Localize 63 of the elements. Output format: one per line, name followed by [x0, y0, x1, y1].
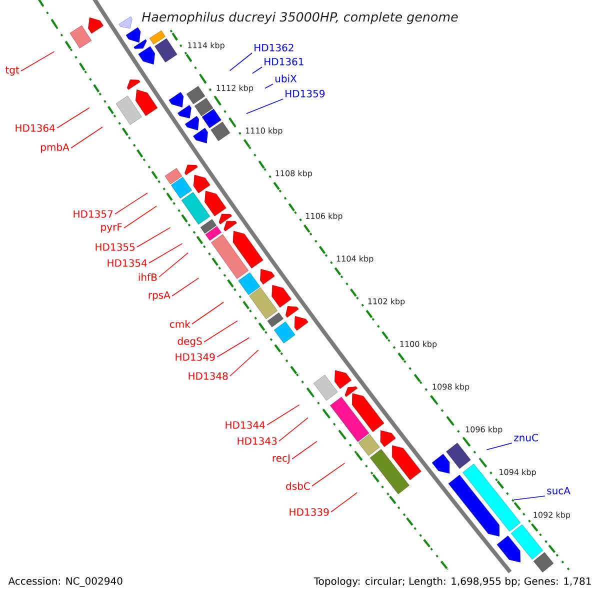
leader-line	[266, 404, 300, 426]
scale-label: 1092 kbp	[534, 512, 570, 520]
scale-label: 1102 kbp	[368, 298, 405, 306]
scale-label: 1112 kbp	[216, 84, 254, 92]
gene-label: HD1359	[286, 90, 325, 98]
leader-line	[172, 278, 200, 296]
leader-line	[292, 440, 318, 460]
gene-label: pyrF	[101, 223, 122, 233]
leader-line	[20, 51, 55, 72]
gene-label: dsbC	[286, 482, 310, 490]
leader-line	[148, 243, 183, 264]
gene-label: HD1355	[96, 243, 134, 251]
title: Haemophilus ducreyi 35000HP, complete genome	[142, 12, 458, 24]
leader-line	[204, 320, 238, 342]
gene-label: tgt	[5, 66, 20, 76]
leader-line	[216, 337, 250, 358]
gene-label: rpsA	[148, 291, 170, 301]
leader-line	[312, 462, 346, 486]
scale-label: 1114 kbp	[188, 42, 224, 50]
leader-line	[229, 52, 252, 72]
leader-line	[124, 206, 157, 228]
gene-label: HD1348	[188, 372, 228, 380]
gene-label: ubiX	[275, 74, 297, 82]
scale-label: 1106 kbp	[306, 212, 342, 220]
gene-label: pmbA	[41, 143, 70, 153]
gene-label: ihfB	[138, 273, 157, 281]
gene-label: znuC	[514, 434, 538, 442]
leader-line	[252, 66, 262, 74]
scale-label: 1096 kbp	[466, 426, 502, 434]
leader-line	[230, 350, 259, 376]
gene-label: HD1362	[254, 44, 294, 52]
gene-label: HD1357	[74, 210, 113, 218]
leader-line	[114, 192, 148, 214]
leader-line	[56, 107, 90, 128]
scale-label: 1100 kbp	[400, 340, 437, 349]
leader-line	[246, 98, 284, 114]
gene-label: HD1344	[226, 421, 265, 429]
leader-line	[330, 492, 358, 512]
gene-label: HD1354	[108, 259, 147, 267]
gene-label: HD1349	[176, 353, 215, 361]
gene-label: HD1343	[238, 437, 277, 445]
leader-line	[136, 227, 171, 248]
gene-label: HD1361	[264, 58, 304, 66]
leader-line	[158, 252, 188, 278]
leader-line	[486, 442, 512, 450]
leader-line	[278, 417, 308, 442]
leader-line	[192, 302, 224, 324]
scale-label: 1104 kbp	[336, 255, 374, 264]
leader-line	[264, 84, 274, 89]
leader-line	[70, 126, 103, 148]
scale-label: 1098 kbp	[432, 383, 470, 392]
gene-label: degS	[178, 337, 202, 347]
footer-text: Topology: circular; Length: 1,698,955 bp; Genes: 1,781	[314, 577, 591, 587]
leader-line	[514, 496, 546, 500]
footer-text: Accession: NC_002940	[8, 577, 122, 587]
gene-label: cmk	[170, 320, 190, 328]
scale-label: 1094 kbp	[500, 468, 536, 477]
gene-label: HD1339	[290, 508, 329, 516]
scale-label: 1108 kbp	[276, 170, 312, 178]
gene-label: recJ	[272, 454, 290, 464]
scale-label: 1110 kbp	[246, 127, 282, 136]
gene-label: HD1364	[16, 124, 55, 132]
gene-label: sucA	[547, 487, 570, 494]
